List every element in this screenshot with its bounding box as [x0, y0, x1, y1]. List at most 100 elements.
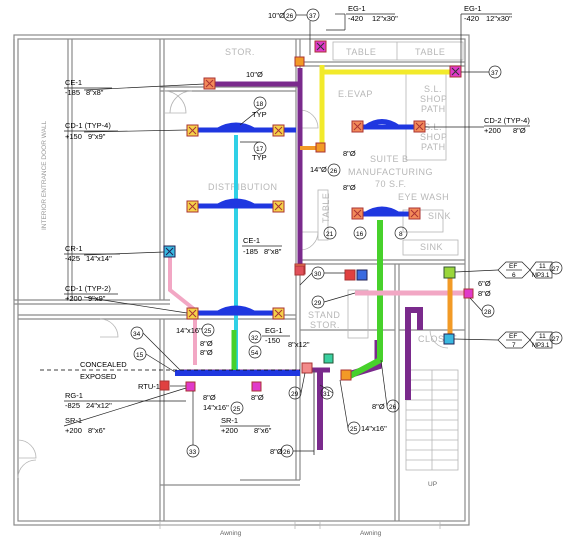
diffuser-cd2-d	[408, 207, 421, 220]
label-8dia-ef: 8"Ø	[478, 289, 491, 298]
svg-text:27: 27	[552, 336, 560, 343]
label-cd1-typ2-cfm: +200	[65, 294, 82, 303]
diffuser-ce1-top	[203, 77, 216, 90]
svg-text:8: 8	[399, 231, 403, 238]
ductwork	[40, 65, 470, 455]
svg-text:7: 7	[512, 342, 516, 349]
svg-text:37: 37	[309, 13, 317, 20]
label-eg1-tl-size: 12"x30"	[372, 14, 398, 23]
label-cd1-typ4-name: CD-1 (TYP-4)	[65, 121, 111, 130]
diffuser-cd2-c	[351, 207, 364, 220]
label-eg1-tl-name: EG-1	[348, 4, 366, 13]
wall-label: INTERIOR ENTRANCE DOOR WALL	[41, 120, 48, 230]
label-ce1-mid-size: 8"x8"	[264, 247, 282, 256]
label-8dia-c: 8"Ø	[200, 339, 213, 348]
callout-37-right: 37	[488, 65, 502, 79]
label-cd1-typ2-name: CD-1 (TYP-2)	[65, 284, 111, 293]
diffuser-cd1-c	[186, 200, 199, 213]
room-label-stand-stor2: STOR.	[310, 320, 340, 330]
label-ce1-mid-name: CE-1	[243, 236, 260, 245]
label-14x16-b: 14"x16"	[203, 403, 229, 412]
callout-27-lower: 27	[549, 331, 563, 345]
label-cr1-cfm: -425	[65, 254, 80, 263]
label-cd1-typ4-size: 9"x9"	[88, 132, 106, 141]
room-label-shop-path2b: SHOP	[420, 132, 448, 142]
callout-25-b: 25	[230, 401, 244, 415]
grille-rtu	[159, 380, 170, 391]
label-cr1-size: 14"x14"	[86, 254, 112, 263]
svg-text:25: 25	[233, 406, 241, 413]
callout-33: 33	[186, 444, 200, 458]
label-eg1-tl-cfm: -420	[348, 14, 363, 23]
grille-pink-29	[301, 362, 313, 374]
callout-26-bottom: 26	[280, 444, 294, 458]
label-rg1-cfm: -825	[65, 401, 80, 410]
label-14x16-c: 14"x16"	[361, 424, 387, 433]
room-label-shop-path1b: SHOP	[420, 94, 448, 104]
grille-orange-top	[294, 56, 305, 67]
diffusers	[159, 40, 474, 392]
svg-text:33: 33	[189, 449, 197, 456]
svg-text:26: 26	[283, 449, 291, 456]
label-ce1-mid-cfm: -185	[243, 247, 258, 256]
room-label-eye-wash: EYE WASH	[398, 192, 449, 202]
svg-text:34: 34	[133, 331, 141, 338]
callout-18: 18	[253, 96, 267, 110]
room-label-shop-path2c: PATH	[421, 142, 446, 152]
diffuser-cd1-f	[272, 307, 285, 320]
label-rg1-name: RG-1	[65, 391, 83, 400]
room-label-table2: TABLE	[415, 47, 445, 57]
callout-31: 31	[320, 386, 334, 400]
label-typ1: TYP	[252, 110, 267, 119]
svg-text:27: 27	[552, 266, 560, 273]
label-sr1-left-cfm: +200	[65, 426, 82, 435]
label-8dia-d: 8"Ø	[200, 348, 213, 357]
grille-orange-lower	[340, 369, 352, 381]
callout-15: 15	[133, 347, 147, 361]
label-rg1-size: 24"x12"	[86, 401, 112, 410]
walls	[13, 34, 470, 529]
room-label-distribution: DISTRIBUTION	[208, 182, 278, 192]
grille-blue-ef7	[443, 333, 455, 345]
grille-green-ef6	[443, 266, 456, 279]
svg-text:26: 26	[286, 13, 294, 20]
grille-pink	[463, 288, 474, 299]
label-cd1-typ2-size: 9"x9"	[88, 294, 106, 303]
svg-text:28: 28	[484, 309, 492, 316]
room-label-closet: CLOSET	[418, 334, 457, 344]
grille-eg1-top-left	[314, 40, 327, 53]
awning-label-left: Awning	[220, 530, 242, 537]
svg-text:21: 21	[326, 231, 334, 238]
label-sr1-mid-size: 8"x6"	[254, 426, 272, 435]
label-8dia-bottom: 8"Ø	[270, 447, 283, 456]
grille-teal	[323, 353, 334, 364]
label-eg1-tr-cfm: -420	[464, 14, 479, 23]
purple-duct-closet	[405, 307, 423, 400]
grille-red-30	[344, 269, 368, 281]
blue-supply-branches	[175, 119, 420, 376]
label-sr1-mid-cfm: +200	[221, 426, 238, 435]
label-sr1-mid-name: SR-1	[221, 416, 238, 425]
label-8x12: 8"x12"	[288, 340, 310, 349]
callout-26-top: 26	[283, 8, 297, 22]
svg-text:25: 25	[204, 328, 212, 335]
svg-text:29: 29	[291, 391, 299, 398]
room-label-shop-path1c: PATH	[421, 104, 446, 114]
callout-8: 8	[394, 226, 408, 240]
label-ce1-top-name: CE-1	[65, 78, 82, 87]
svg-text:17: 17	[256, 146, 264, 153]
diffuser-cd1-b	[272, 124, 285, 137]
callout-25-c: 25	[347, 421, 361, 435]
callout-27-upper: 27	[549, 261, 563, 275]
svg-text:37: 37	[491, 70, 499, 77]
svg-text:16: 16	[356, 231, 364, 238]
ef7-tag: EF 7 11 MP3.1	[453, 331, 553, 349]
awning-label-right: Awning	[360, 530, 382, 537]
label-10dia: 10"Ø	[246, 70, 263, 79]
svg-text:EF: EF	[509, 333, 517, 340]
label-eg1-mid-name: EG-1	[265, 326, 283, 335]
label-8dia-a: 8"Ø	[343, 149, 356, 158]
room-label-sink2: SINK	[420, 242, 443, 252]
svg-text:18: 18	[256, 101, 264, 108]
svg-text:25: 25	[350, 426, 358, 433]
